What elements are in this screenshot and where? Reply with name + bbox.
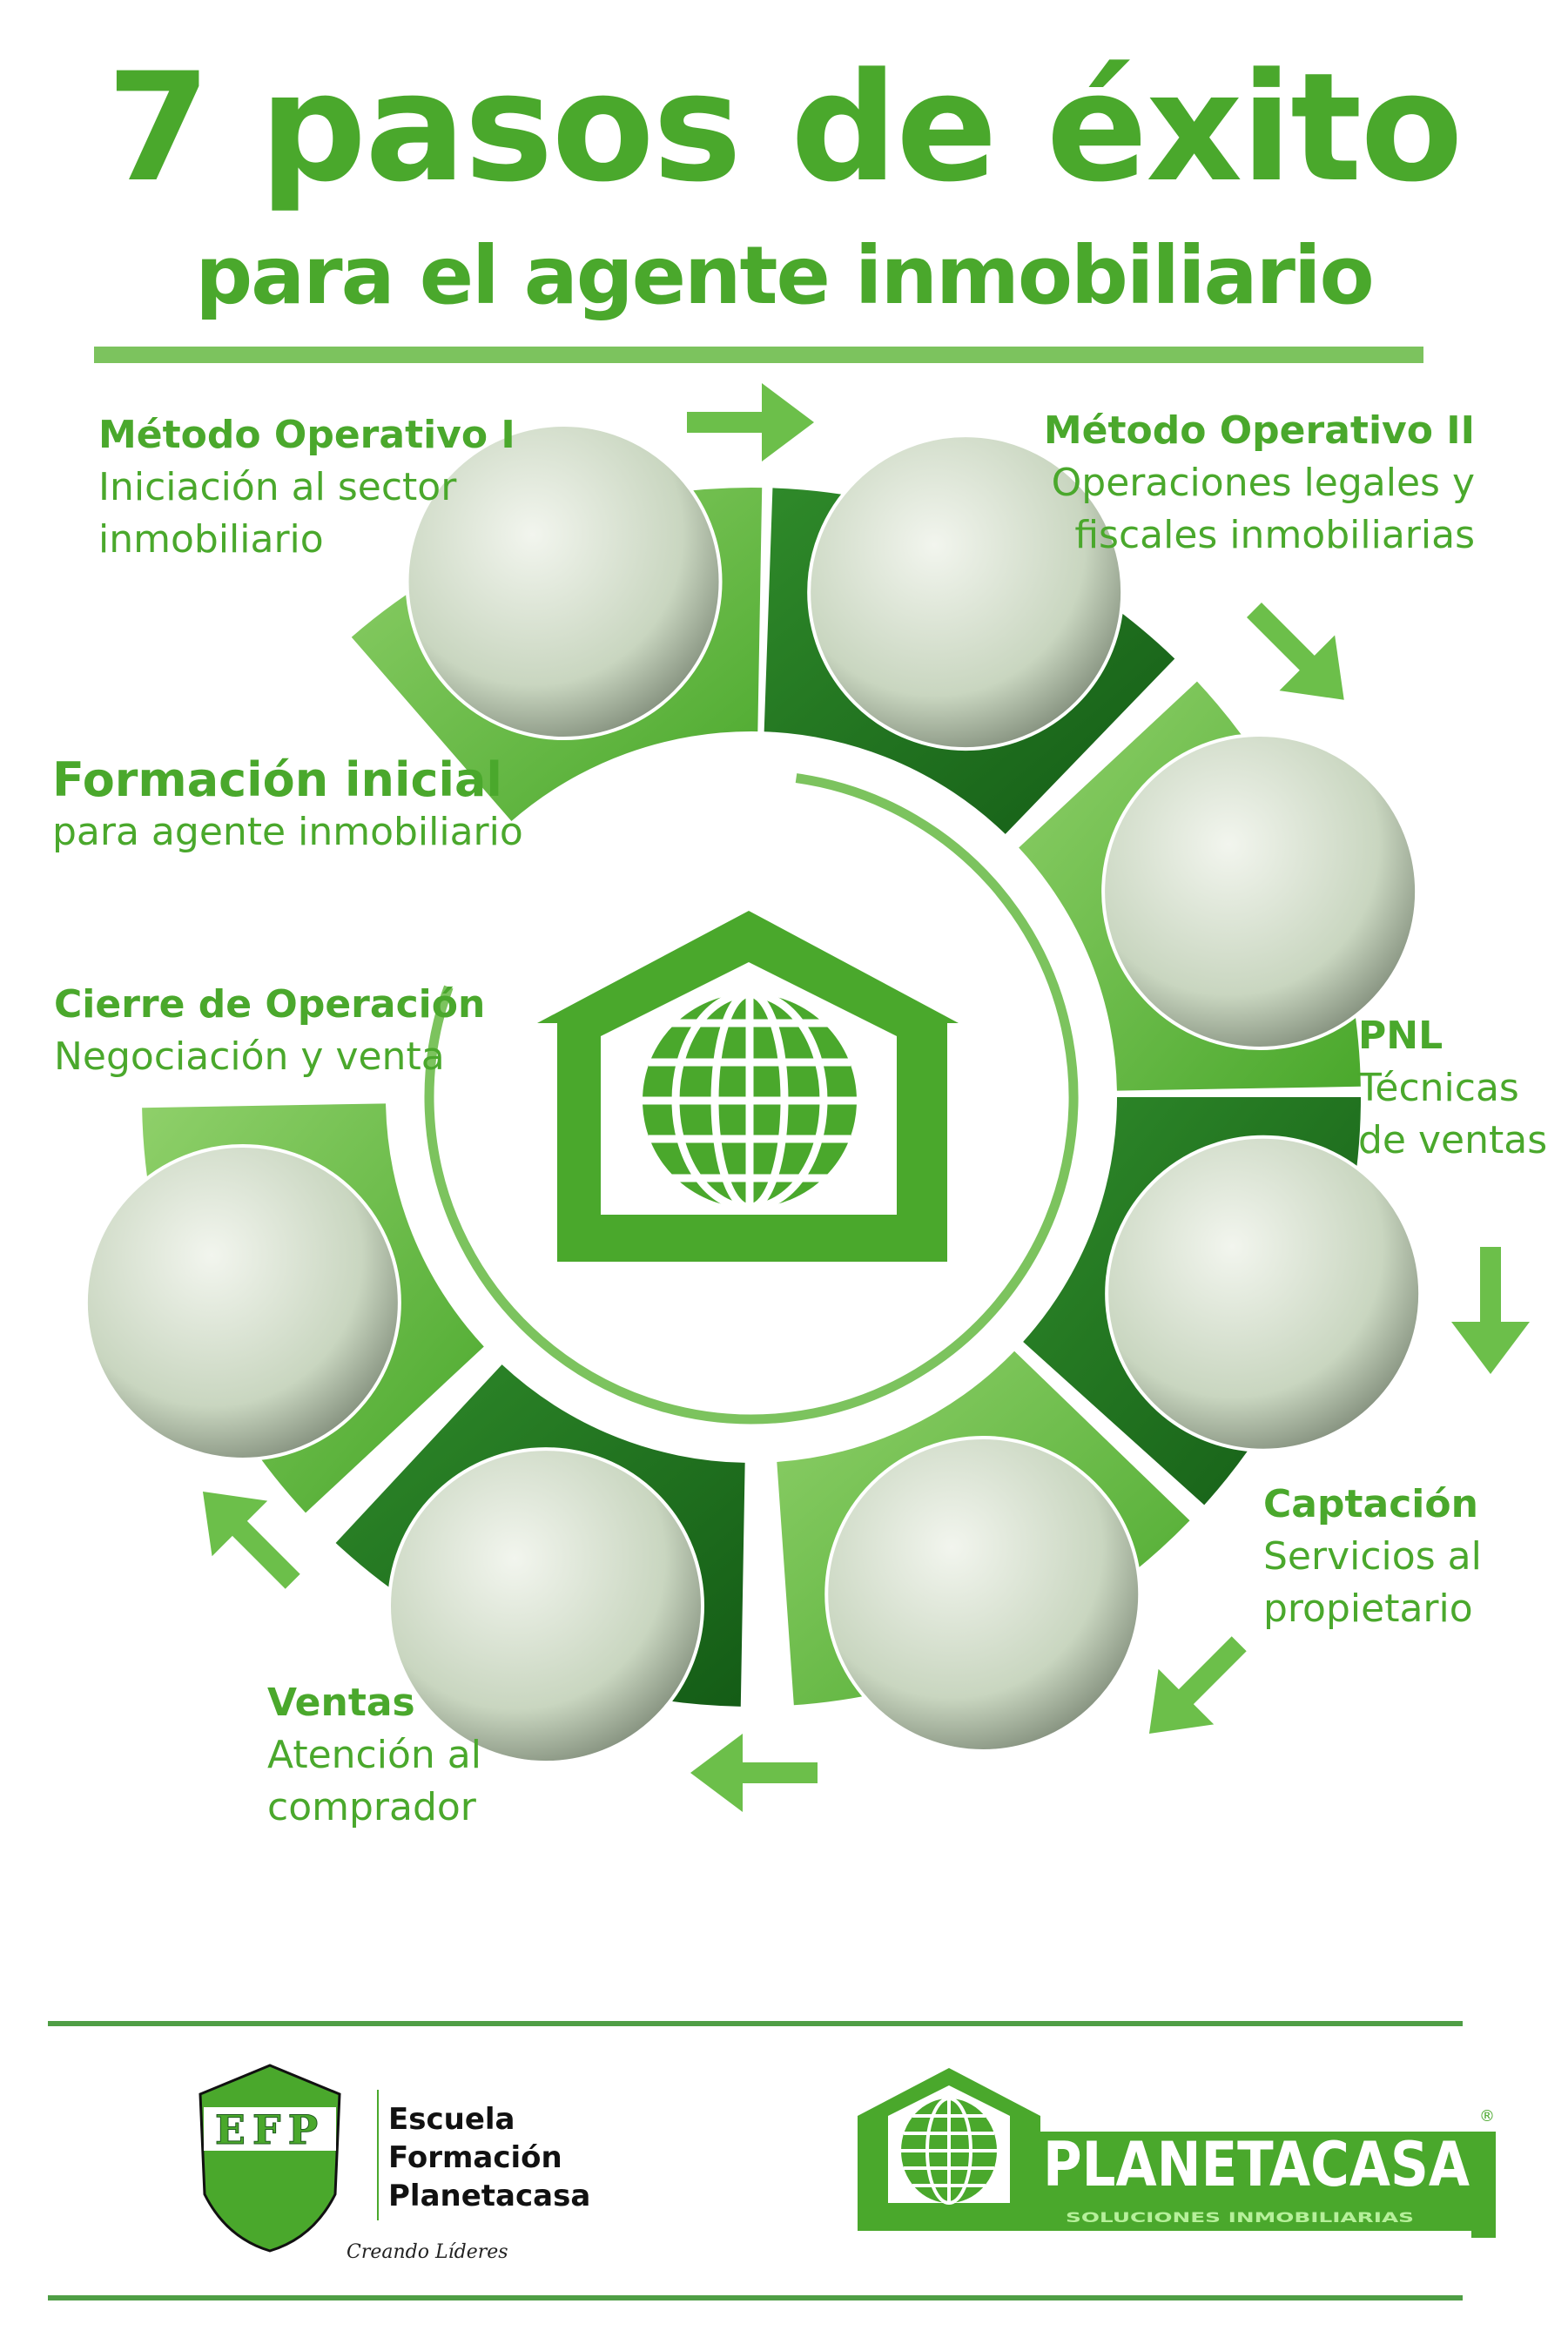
captacion-photo [1105,1135,1423,1452]
globe-icon [901,2097,997,2205]
step-desc: comprador [267,1785,476,1829]
step-desc: Negociación y venta [54,1034,445,1079]
arrow-down-left-icon [1148,1636,1247,1735]
step-desc: Atención al [267,1733,481,1777]
brochure-photo [405,422,723,740]
step-formacion-inicial: Formación inicial para agente inmobiliar… [52,754,523,859]
globe-icon [643,989,857,1212]
footer-divider-top [48,2021,1463,2026]
step-title: Método Operativo II [1043,408,1475,453]
efp-name: Escuela Formación Planetacasa [388,2100,590,2215]
brand-name: PLANETACASA [1043,2129,1470,2200]
page-subtitle: para el agente inmobiliario [195,229,1374,322]
handshake-photo [84,1144,401,1462]
step-desc: de ventas [1358,1118,1548,1162]
step-title: Método Operativo I [98,413,515,457]
step-title: Ventas [267,1681,415,1725]
step-desc: Operaciones legales y [1051,461,1475,505]
efp-line: Formación [388,2140,562,2175]
step-ventas: Ventas Atención al comprador [267,1677,481,1834]
step-desc: Iniciación al sector [98,465,457,509]
step-desc: para agente inmobiliario [52,810,523,854]
step-captacion: Captación Servicios al propietario [1263,1479,1482,1635]
desk-work-photo [824,1435,1142,1753]
office-meeting-photo [807,434,1125,751]
seminar-photo [387,1447,704,1765]
efp-slogan: Creando Líderes [347,2241,508,2263]
efp-letters: EFP [215,2106,325,2153]
step-desc: Técnicas [1358,1066,1519,1110]
registered-mark: ® [1479,2107,1495,2125]
step-desc: propietario [1263,1586,1473,1631]
arrow-down-right-icon [1247,603,1344,700]
pnl-session-photo [1101,732,1419,1050]
step-metodo-operativo-2: Método Operativo II Operaciones legales … [1044,405,1475,562]
page-title: 7 pasos de éxito [106,40,1463,215]
arrow-up-left-icon [202,1491,300,1589]
brand-tagline: SOLUCIONES INMOBILIARIAS [1066,2209,1414,2226]
step-desc: Servicios al [1263,1534,1482,1579]
steps-wheel [84,383,1530,1812]
center-house-logo [537,911,959,1262]
step-title: PNL [1358,1014,1444,1058]
step-title: Captación [1263,1482,1478,1526]
step-metodo-operativo-1: Método Operativo I Iniciación al sector … [98,409,515,566]
step-desc: fiscales inmobiliarias [1074,513,1475,557]
efp-line: Planetacasa [388,2179,591,2213]
inner-ring-arc [424,773,1079,1425]
arrow-left-icon [690,1734,818,1812]
step-desc: inmobiliario [98,517,324,562]
efp-shield-logo: EFP [199,2064,379,2253]
planetacasa-logo: PLANETACASA SOLUCIONES INMOBILIARIAS ® [858,2068,1496,2238]
step-pnl: PNL Técnicas de ventas [1358,1010,1547,1167]
step-title: Formación inicial [52,752,502,807]
footer-divider-bottom [48,2295,1463,2300]
header-divider [94,347,1423,363]
step-title: Cierre de Operación [54,982,486,1027]
step-cierre-operacion: Cierre de Operación Negociación y venta [54,979,485,1083]
efp-line: Escuela [388,2102,515,2137]
arrow-down-icon [1451,1247,1530,1374]
arrow-right-icon [687,383,814,461]
